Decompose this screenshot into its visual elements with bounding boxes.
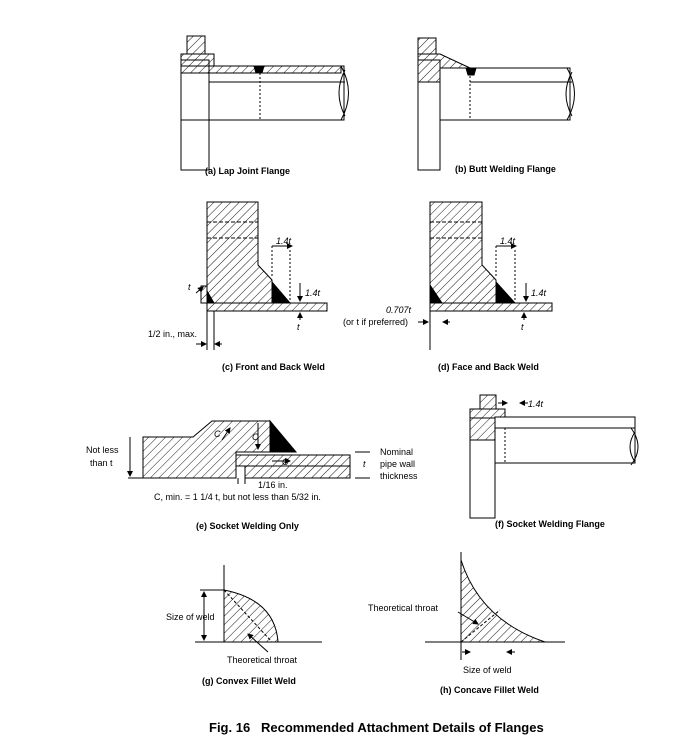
- size-of-weld-g: Size of weld: [166, 612, 215, 622]
- caption-c: (c) Front and Back Weld: [222, 362, 325, 372]
- c-label-3: C: [282, 457, 289, 467]
- caption-f: (f) Socket Welding Flange: [495, 519, 605, 529]
- caption-g: (g) Convex Fillet Weld: [202, 676, 296, 686]
- dim-14t-c-right: 1.4t: [305, 288, 321, 298]
- caption-e: (e) Socket Welding Only: [196, 521, 299, 531]
- dim-14t-f: 1.4t: [528, 399, 544, 409]
- dim-14t-d-top: 1.4t: [500, 236, 516, 246]
- size-of-weld-h: Size of weld: [463, 665, 512, 675]
- socket-welding-flange-drawing: [469, 394, 639, 519]
- figure-title: Fig. 16 Recommended Attachment Details o…: [209, 720, 544, 735]
- dim-14t-c-top: 1.4t: [276, 236, 292, 246]
- convex-fillet-weld-drawing: [195, 565, 322, 653]
- face-back-weld-drawing: [418, 201, 553, 350]
- t-label-d: t: [521, 322, 524, 332]
- lap-joint-flange-drawing: [180, 35, 349, 171]
- half-inch-max: 1/2 in., max.: [148, 329, 197, 339]
- sixteenth-label: 1/16 in.: [258, 480, 288, 490]
- caption-d: (d) Face and Back Weld: [438, 362, 539, 372]
- dim-14t-d-right: 1.4t: [531, 288, 547, 298]
- thickness-label: thickness: [380, 471, 418, 481]
- concave-fillet-weld-drawing: [425, 552, 565, 660]
- c-label-2: C: [252, 432, 259, 442]
- t-label-c: t: [297, 322, 300, 332]
- theoretical-throat-h: Theoretical throat: [368, 603, 439, 613]
- caption-b: (b) Butt Welding Flange: [455, 164, 556, 174]
- socket-welding-only-drawing: [127, 419, 370, 484]
- c-min-note: C, min. = 1 1/4 t, but not less than 5/3…: [154, 492, 321, 502]
- t-label-c-left: t: [188, 282, 191, 292]
- than-t-label: than t: [90, 458, 113, 468]
- c-label-1: C: [214, 429, 221, 439]
- not-less-label: Not less: [86, 445, 119, 455]
- theoretical-throat-g: Theoretical throat: [227, 655, 298, 665]
- nominal-label: Nominal: [380, 447, 413, 457]
- pipe-wall-label: pipe wall: [380, 459, 415, 469]
- or-t-if-preferred: (or t if preferred): [343, 317, 408, 327]
- caption-a: (a) Lap Joint Flange: [205, 166, 290, 176]
- dim-0707t: 0.707t: [386, 305, 412, 315]
- caption-h: (h) Concave Fillet Weld: [440, 685, 539, 695]
- butt-welding-flange-drawing: [417, 37, 575, 171]
- t-label-e: t: [363, 459, 366, 469]
- front-back-weld-drawing: [195, 201, 328, 350]
